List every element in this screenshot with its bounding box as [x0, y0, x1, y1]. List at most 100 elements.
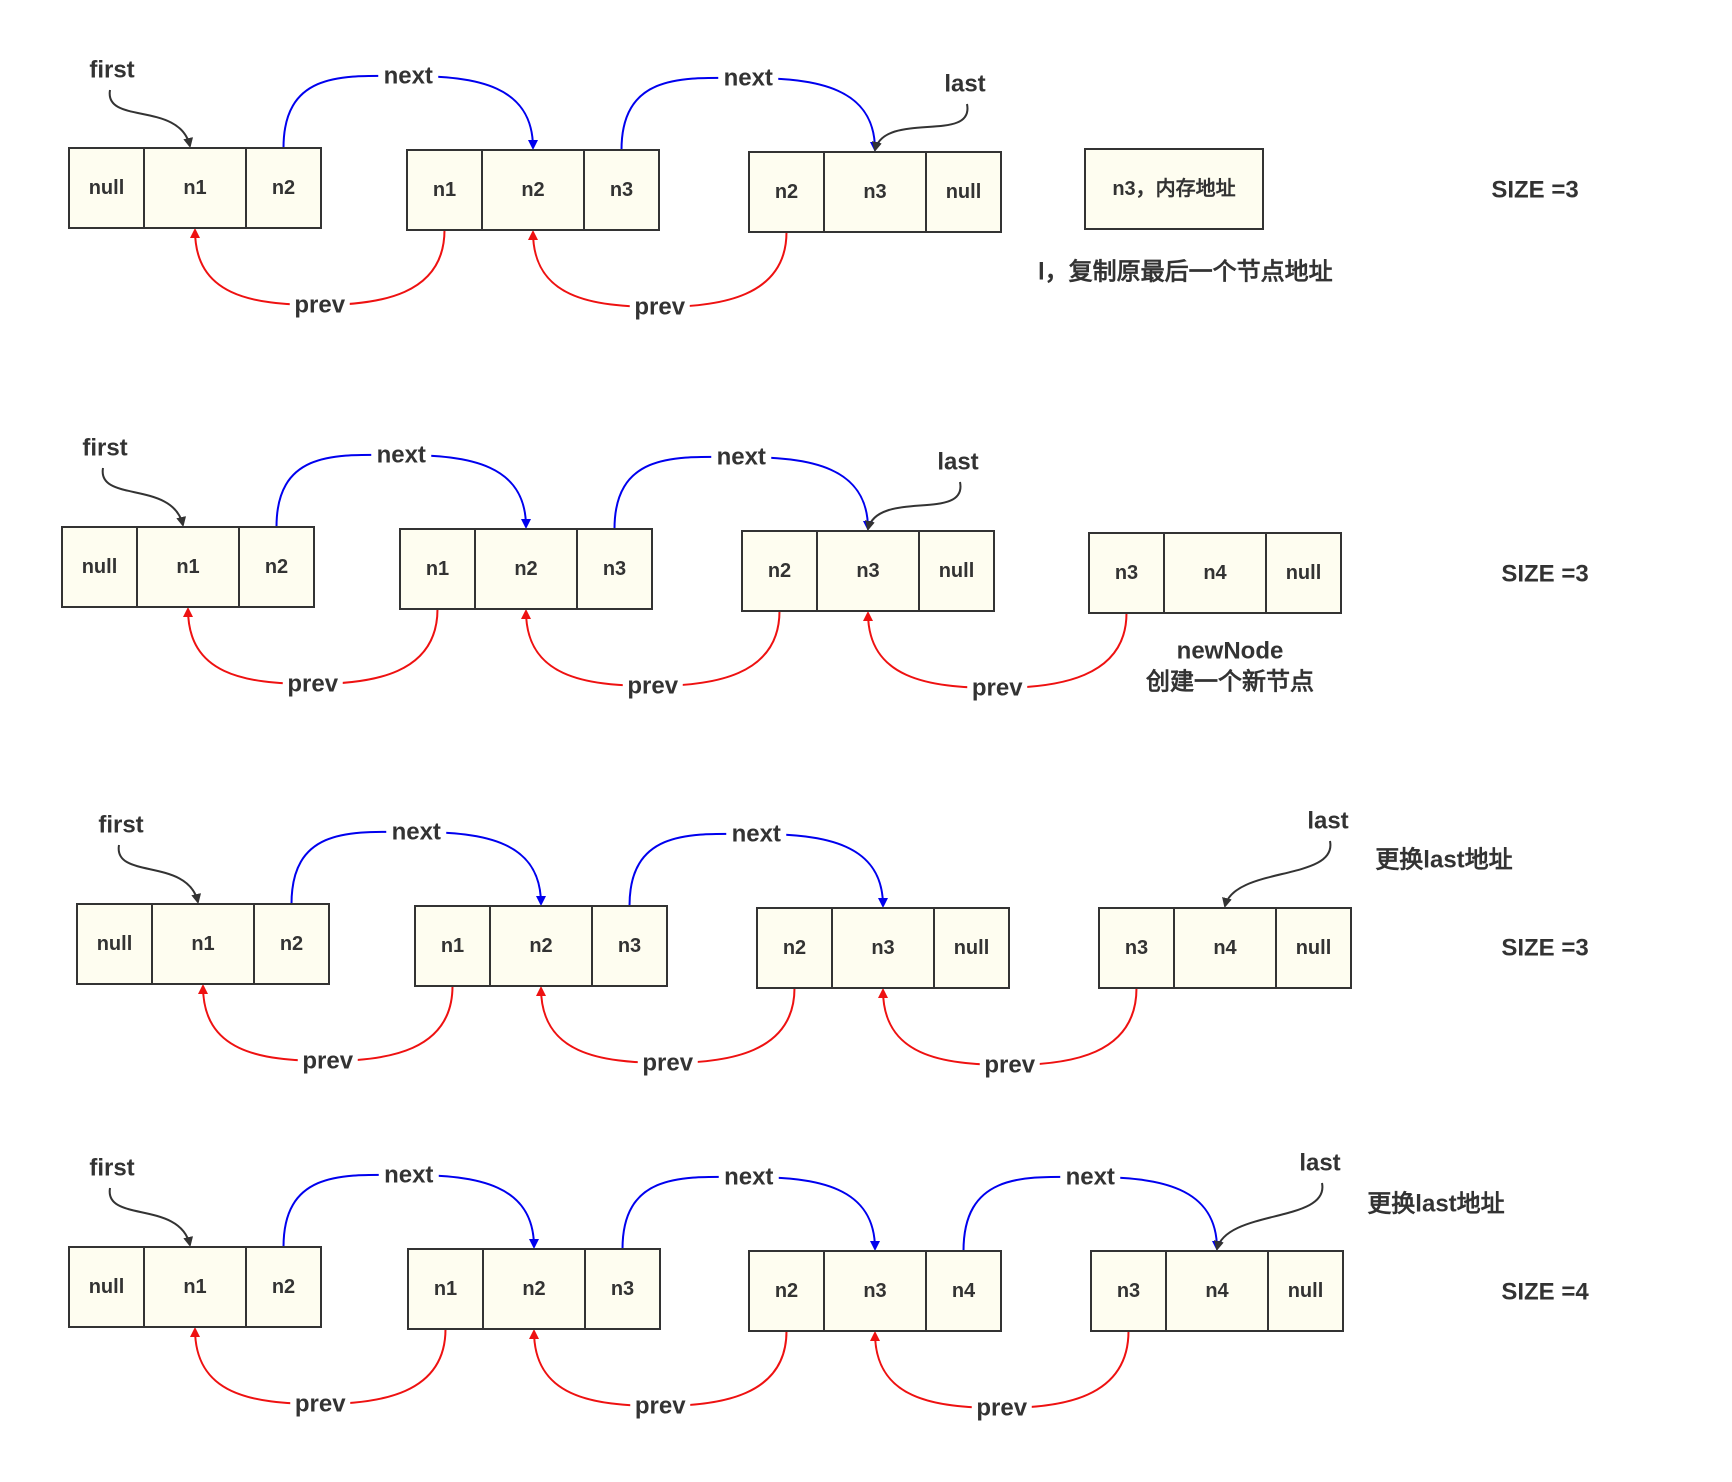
next-cell: null — [954, 937, 990, 959]
item-cell: n2 — [529, 935, 552, 957]
next-cell: n2 — [265, 556, 288, 578]
variable-box — [1084, 148, 1264, 230]
prev-label: prev — [287, 671, 338, 698]
item-cell: n3 — [856, 560, 879, 582]
last-pointer-arrow — [872, 103, 969, 152]
label-background — [290, 1391, 351, 1417]
next-label: next — [732, 821, 781, 848]
first-pointer-arrow — [108, 89, 194, 148]
size-label: SIZE =3 — [1501, 935, 1588, 962]
next-label: next — [384, 63, 433, 90]
next-cell: n2 — [272, 1276, 295, 1298]
node-box — [1088, 532, 1342, 614]
next-cell: n2 — [272, 177, 295, 199]
label-background — [282, 671, 343, 697]
next-label: next — [717, 444, 766, 471]
next-cell: null — [1286, 562, 1322, 584]
node-box — [68, 147, 322, 229]
first-pointer-arrow — [117, 844, 202, 904]
prev-label: prev — [635, 1393, 686, 1420]
node-box — [1090, 1250, 1344, 1332]
item-cell: n1 — [183, 177, 206, 199]
node-box — [741, 530, 995, 612]
prev-cell: null — [89, 177, 125, 199]
step-note: 更换last地址 — [1375, 847, 1512, 874]
label-background — [297, 1048, 358, 1074]
item-cell: n2 — [514, 558, 537, 580]
label-background — [711, 444, 772, 470]
first-label: first — [82, 435, 127, 462]
next-cell: n3 — [618, 935, 641, 957]
next-cell: n2 — [280, 933, 303, 955]
last-label: last — [944, 71, 985, 98]
size-label: SIZE =3 — [1491, 177, 1578, 204]
node-box — [399, 528, 653, 610]
prev-cell: null — [97, 933, 133, 955]
prev-label: prev — [972, 675, 1023, 702]
node-box — [756, 907, 1010, 989]
label-background — [378, 63, 439, 89]
prev-cell: n2 — [783, 937, 806, 959]
node-box — [748, 151, 1002, 233]
first-label: first — [89, 1155, 134, 1182]
prev-cell: n3 — [1117, 1280, 1140, 1302]
prev-cell: n1 — [433, 179, 456, 201]
label-background — [630, 1393, 691, 1419]
prev-cell: null — [82, 556, 118, 578]
label-background — [637, 1050, 698, 1076]
next-cell: n3 — [611, 1278, 634, 1300]
list-node: n2 n3 null — [756, 907, 1010, 989]
label-background — [979, 1052, 1040, 1078]
list-node: n1 n2 n3 — [406, 149, 660, 231]
label-background — [386, 819, 447, 845]
prev-cell: n2 — [775, 1280, 798, 1302]
prev-label: prev — [627, 673, 678, 700]
size-label: SIZE =3 — [1501, 561, 1588, 588]
label-background — [1060, 1164, 1121, 1190]
label-background — [718, 1164, 779, 1190]
next-label: next — [724, 65, 773, 92]
next-cell: n4 — [952, 1280, 976, 1302]
step-note: 创建一个新节点 — [1145, 668, 1314, 696]
next-label: next — [1066, 1164, 1115, 1191]
item-cell: n3 — [871, 937, 894, 959]
prev-label: prev — [295, 1391, 346, 1418]
label-background — [622, 673, 683, 699]
prev-label: prev — [634, 294, 685, 321]
prev-cell: n2 — [775, 181, 798, 203]
node-box — [76, 903, 330, 985]
item-cell: n2 — [522, 1278, 545, 1300]
next-cell: n3 — [610, 179, 633, 201]
label-background — [371, 442, 432, 468]
prev-cell: n1 — [426, 558, 449, 580]
item-cell: n3 — [863, 181, 886, 203]
item-cell: n1 — [183, 1276, 206, 1298]
last-pointer-arrow — [865, 481, 962, 531]
label-background — [629, 294, 690, 320]
next-label: next — [384, 1162, 433, 1189]
label-background — [971, 1395, 1032, 1421]
size-label: SIZE =4 — [1501, 1279, 1589, 1306]
node-box — [1098, 907, 1352, 989]
prev-label: prev — [642, 1050, 693, 1077]
next-cell: null — [1288, 1280, 1324, 1302]
item-cell: n4 — [1203, 562, 1227, 584]
first-pointer-arrow — [108, 1187, 194, 1247]
step-note: newNode — [1177, 638, 1284, 665]
last-label: last — [1307, 808, 1348, 835]
step-note: 更换last地址 — [1367, 1191, 1504, 1218]
prev-label: prev — [302, 1048, 353, 1075]
item-cell: n2 — [521, 179, 544, 201]
